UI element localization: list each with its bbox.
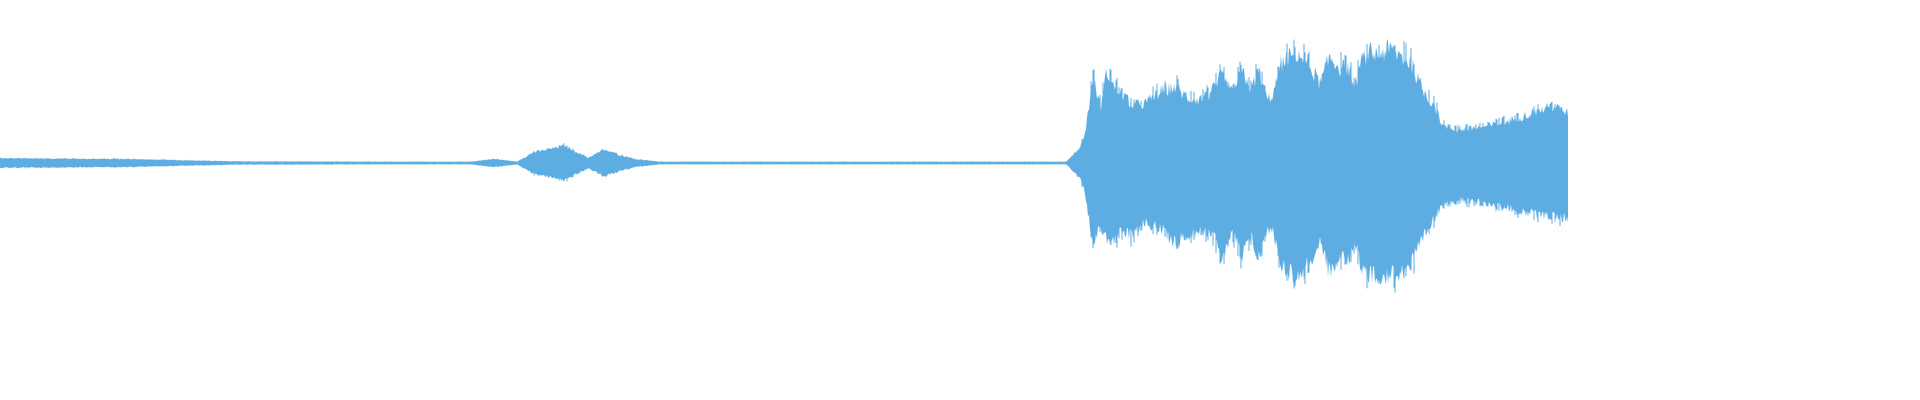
- waveform-group: [0, 38, 1568, 293]
- waveform-envelope: [0, 38, 1568, 286]
- waveform-spikes: [0, 39, 1561, 293]
